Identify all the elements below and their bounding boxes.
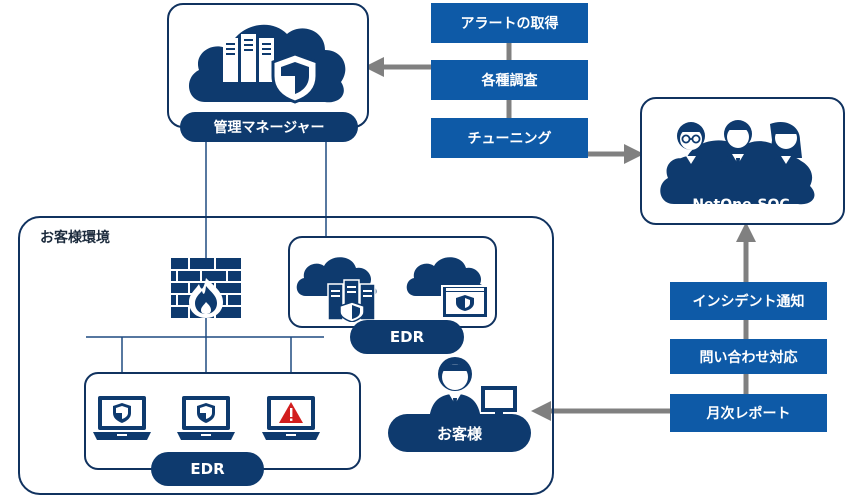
service-incident-notification: インシデント通知: [670, 282, 827, 320]
service-monthly-report: 月次レポート: [670, 394, 827, 432]
customer-env-label: お客様環境: [40, 230, 110, 246]
manager-cloud-icon: [188, 24, 346, 104]
firewall-icon: [171, 258, 241, 318]
soc-team-icon: [660, 120, 815, 205]
soc-action-investigation: 各種調査: [431, 60, 588, 100]
laptop-protected-icon-1: [93, 396, 151, 440]
soc-label: NetOne-SOC: [692, 197, 790, 213]
laptop-alert-icon: [262, 396, 320, 440]
soc-action-tuning: チューニング: [431, 118, 588, 158]
customer-person-icon: [429, 357, 517, 420]
customer-env-frame: [18, 216, 554, 495]
edr-bottom-label: EDR: [151, 452, 264, 486]
service-inquiry-support: 問い合わせ対応: [670, 339, 827, 374]
edr-top-label: EDR: [350, 320, 464, 354]
edr-monitor-cloud-icon: [406, 257, 489, 319]
laptop-protected-icon-2: [177, 396, 235, 440]
manager-label: 管理マネージャー: [180, 112, 358, 142]
customer-label: お客様: [388, 414, 531, 452]
edr-server-cloud-icon: [296, 257, 377, 322]
soc-action-fetch-alerts: アラートの取得: [431, 3, 588, 43]
